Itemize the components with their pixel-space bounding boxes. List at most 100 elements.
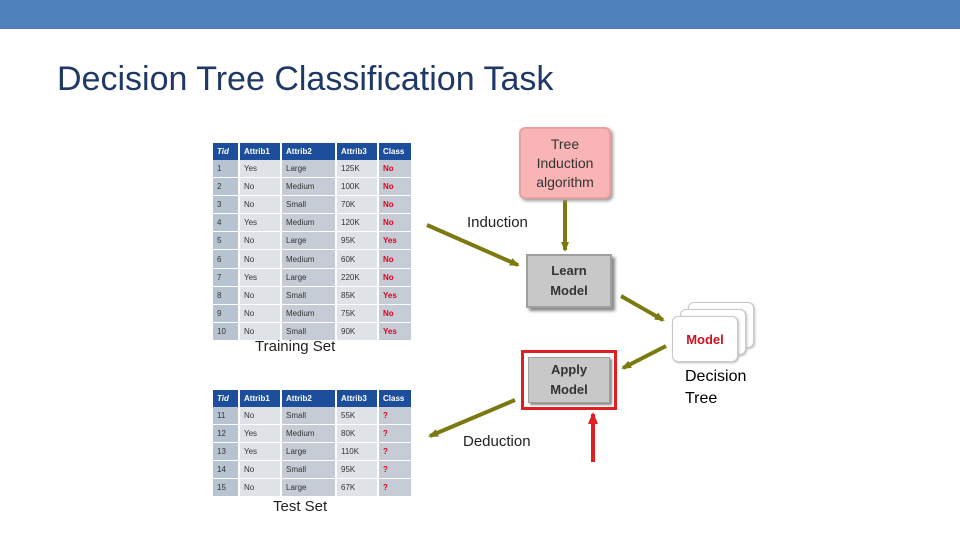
induction-box-line: Tree [550, 135, 580, 152]
table-cell: ? [377, 442, 411, 462]
table-cell: Large [280, 442, 336, 462]
table-cell: 6 [213, 249, 239, 269]
apply-box-line: Apply [550, 362, 588, 377]
model-label: Model [686, 331, 724, 347]
table-cell: Large [280, 160, 336, 179]
table-cell: No [238, 304, 281, 323]
table-cell: No [377, 213, 411, 233]
induction-box-line: Induction [536, 154, 594, 171]
table-cell: Yes [238, 424, 281, 444]
column-header: Class [377, 390, 411, 407]
column-header: Class [377, 143, 411, 160]
table-cell: Small [280, 460, 336, 480]
tree-induction-algorithm-box: Tree Induction algorithm [519, 127, 611, 199]
column-header: Attrib3 [335, 143, 378, 160]
table-cell: 70K [335, 195, 378, 215]
table-cell: 60K [335, 249, 378, 269]
deduction-label: Deduction [463, 433, 531, 450]
table-cell: Medium [280, 213, 336, 233]
learn-to-model-arrow [620, 294, 665, 322]
table-cell: 5 [213, 231, 239, 251]
induction-label: Induction [467, 214, 528, 231]
table-cell: 95K [335, 460, 378, 480]
table-cell: Yes [377, 231, 411, 251]
table-cell: No [238, 195, 281, 215]
table-cell: Medium [280, 424, 336, 444]
table-cell: 1 [213, 160, 239, 179]
table-cell: 220K [335, 268, 378, 287]
table-cell: No [377, 177, 411, 197]
table-cell: ? [377, 424, 411, 444]
test-set-caption: Test Set [273, 498, 328, 515]
table-cell: Small [280, 286, 336, 305]
table-cell: No [377, 268, 411, 287]
table-cell: ? [377, 407, 411, 426]
table-cell: 110K [335, 442, 378, 462]
decision-tree-label-line: Decision [685, 368, 747, 385]
table-cell: Small [280, 407, 336, 426]
table-cell: No [238, 478, 281, 498]
table-cell: Yes [238, 442, 281, 462]
table-cell: Yes [238, 213, 281, 233]
column-header: Attrib2 [280, 143, 336, 160]
table-cell: Small [280, 195, 336, 215]
table-cell: Large [280, 231, 336, 251]
table-cell: ? [377, 460, 411, 480]
learn-box-line: Learn [551, 263, 587, 278]
table-cell: 120K [335, 213, 378, 233]
table-cell: Medium [280, 177, 336, 197]
apply-box-line: Model [550, 382, 588, 397]
table-cell: 3 [213, 195, 239, 215]
table-cell: No [238, 286, 281, 305]
induction-box-line: algorithm [536, 173, 594, 190]
decision-tree-label-line: Tree [685, 390, 718, 407]
training-set-caption: Training Set [255, 338, 336, 355]
column-header: Attrib1 [238, 390, 281, 407]
table-cell: 12 [213, 424, 239, 444]
table-cell: 67K [335, 478, 378, 498]
table-cell: Large [280, 268, 336, 287]
table-cell: Medium [280, 249, 336, 269]
table-cell: 2 [213, 177, 239, 197]
table-cell: No [377, 195, 411, 215]
table-cell: No [238, 407, 281, 426]
table-cell: 125K [335, 160, 378, 179]
decision-tree-label: Decision Tree [685, 366, 746, 410]
table-cell: Medium [280, 304, 336, 323]
table-cell: 80K [335, 424, 378, 444]
apply-model-box: Apply Model [521, 350, 617, 410]
table-cell: 75K [335, 304, 378, 323]
induction-arrow [426, 223, 520, 267]
table-cell: 9 [213, 304, 239, 323]
table-cell: Yes [238, 160, 281, 179]
table-cell: 85K [335, 286, 378, 305]
table-cell: No [238, 177, 281, 197]
column-header: Attrib1 [238, 143, 281, 160]
column-header: Attrib3 [335, 390, 378, 407]
column-header: Tid [213, 390, 239, 407]
table-cell: Yes [377, 322, 411, 341]
apply-model-inner: Apply Model [528, 357, 610, 403]
table-cell: 10 [213, 322, 239, 341]
table-cell: 13 [213, 442, 239, 462]
top-accent-bar [0, 0, 960, 29]
table-cell: No [238, 460, 281, 480]
table-cell: No [238, 231, 281, 251]
table-cell: 4 [213, 213, 239, 233]
column-header: Tid [213, 143, 239, 160]
deduction-arrow [428, 398, 516, 438]
